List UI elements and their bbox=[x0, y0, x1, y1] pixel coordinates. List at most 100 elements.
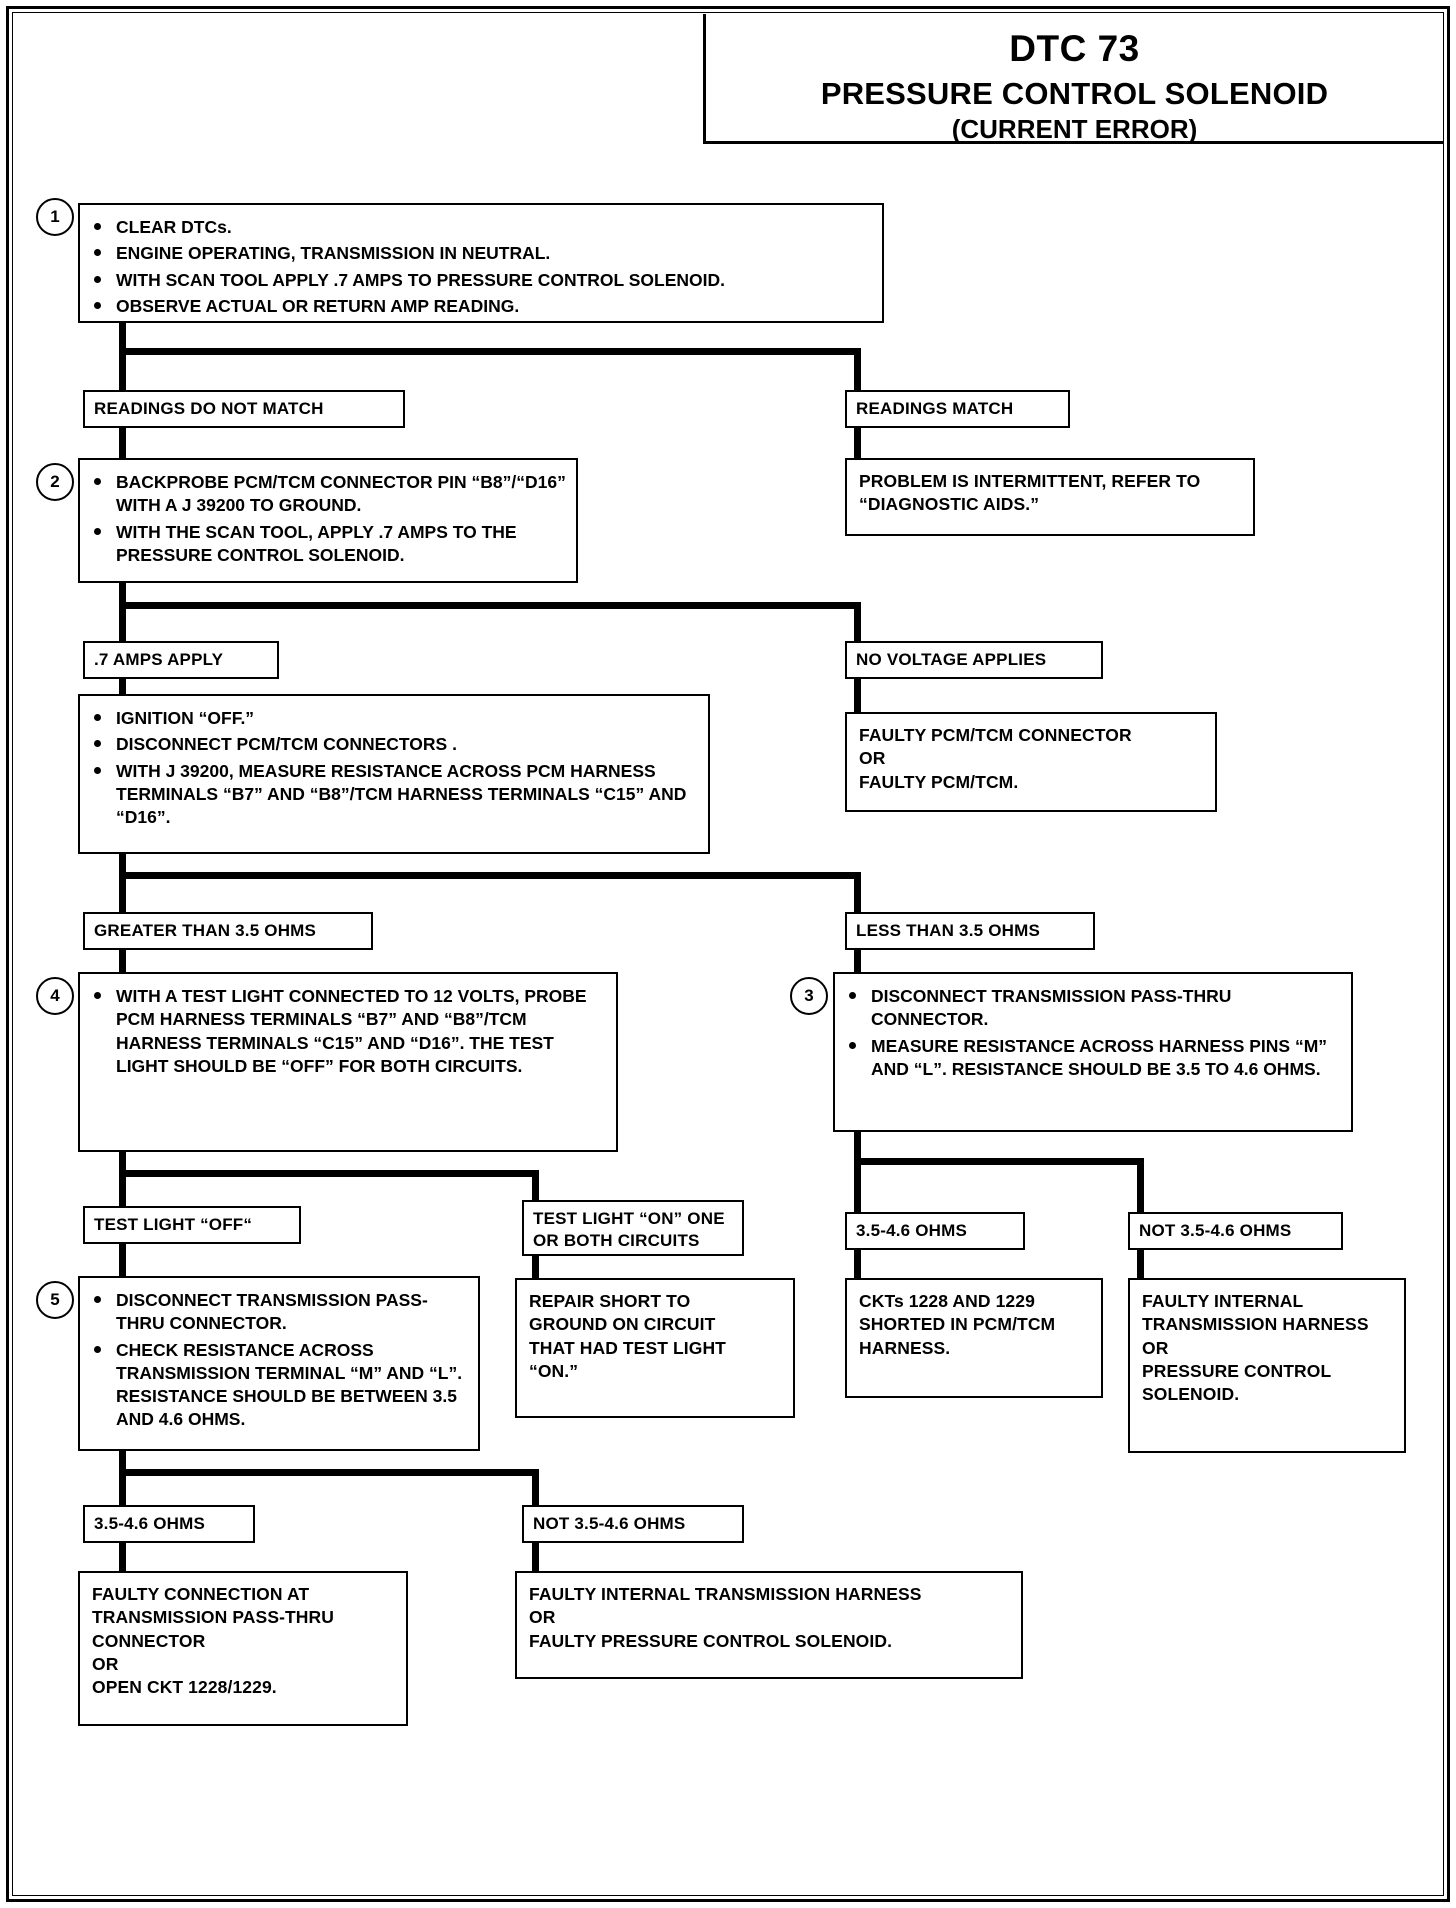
page-title: PRESSURE CONTROL SOLENOID bbox=[820, 76, 1329, 111]
ckts-shorted-line-2: SHORTED IN PCM/TCM bbox=[859, 1314, 1056, 1335]
ignition-bullet-3: WITH J 39200, MEASURE RESISTANCE ACROSS … bbox=[86, 760, 702, 830]
label-readings-do-not-match: READINGS DO NOT MATCH bbox=[83, 390, 405, 428]
connector-3-right-drop bbox=[854, 872, 861, 917]
connector-3b-bus bbox=[854, 1158, 1144, 1165]
step-number-3: 3 bbox=[790, 977, 828, 1015]
label-test-light-off: TEST LIGHT “OFF“ bbox=[83, 1206, 301, 1244]
step-3-box: DISCONNECT TRANSMISSION PASS-THRU CONNEC… bbox=[833, 972, 1353, 1132]
label-greater-than-35-ohms: GREATER THAN 3.5 OHMS bbox=[83, 912, 373, 950]
connector-2-right-drop bbox=[854, 602, 861, 647]
step-number-5-label: 5 bbox=[50, 1290, 60, 1309]
step-1-bullet-4: OBSERVE ACTUAL OR RETURN AMP READING. bbox=[86, 295, 876, 318]
connector-1-left-drop bbox=[119, 348, 126, 393]
faulty-connection-line-2: TRANSMISSION PASS-THRU bbox=[92, 1607, 335, 1628]
faulty-internal-a-line-1: FAULTY INTERNAL bbox=[1142, 1291, 1304, 1311]
connector-5-left-drop bbox=[119, 1469, 126, 1512]
connector-ohms-a-drop bbox=[854, 1250, 861, 1278]
intermittent-line-2: “DIAGNOSTIC AIDS.” bbox=[859, 494, 1040, 515]
connector-ohms-b-drop bbox=[119, 1543, 126, 1571]
step-4-box: WITH A TEST LIGHT CONNECTED TO 12 VOLTS,… bbox=[78, 972, 618, 1152]
connector-3b-left-drop bbox=[854, 1158, 861, 1213]
label-less-than-35-ohms: LESS THAN 3.5 OHMS bbox=[845, 912, 1095, 950]
page-subtitle: (CURRENT ERROR) bbox=[951, 114, 1198, 144]
connector-3-stem bbox=[119, 854, 126, 884]
faulty-pcm-line-3: FAULTY PCM/TCM. bbox=[859, 771, 1019, 792]
faulty-internal-a-line-3: OR bbox=[1142, 1337, 1169, 1358]
step-2-bullet-1: BACKPROBE PCM/TCM CONNECTOR PIN “B8”/“D1… bbox=[86, 471, 570, 518]
page-border-outer bbox=[6, 6, 1450, 1902]
step-number-1: 1 bbox=[36, 198, 74, 236]
faulty-internal-b-line-3: FAULTY PRESSURE CONTROL SOLENOID. bbox=[529, 1630, 893, 1651]
step-number-2-label: 2 bbox=[50, 472, 60, 491]
connector-amps-drop bbox=[119, 679, 126, 694]
faulty-connection-line-4: OR bbox=[92, 1653, 119, 1674]
ckts-shorted-line-3: HARNESS. bbox=[859, 1337, 951, 1358]
connector-3b-stem bbox=[854, 1132, 861, 1164]
connector-4-right-drop bbox=[532, 1170, 539, 1213]
connector-2-stem bbox=[119, 583, 126, 613]
connector-2-left-drop bbox=[119, 602, 126, 647]
connector-1-right-drop bbox=[854, 348, 861, 393]
faulty-internal-harness-box-a: FAULTY INTERNAL TRANSMISSION HARNESS OR … bbox=[1128, 1278, 1406, 1453]
connector-2-bus bbox=[119, 602, 861, 609]
connector-novolt-drop bbox=[854, 679, 861, 712]
ckts-shorted-box: CKTs 1228 AND 1229 SHORTED IN PCM/TCM HA… bbox=[845, 1278, 1103, 1398]
step-5-box: DISCONNECT TRANSMISSION PASS-THRU CONNEC… bbox=[78, 1276, 480, 1451]
connector-4-bus bbox=[119, 1170, 539, 1177]
connector-not-ohms-a-drop bbox=[1137, 1250, 1144, 1278]
repair-short-line-2: GROUND ON CIRCUIT bbox=[529, 1314, 716, 1335]
faulty-internal-a-line-4: PRESSURE CONTROL bbox=[1142, 1360, 1332, 1381]
step-5-bullet-1: DISCONNECT TRANSMISSION PASS-THRU CONNEC… bbox=[86, 1289, 472, 1336]
connector-match-drop bbox=[854, 428, 861, 458]
connector-4-stem bbox=[119, 1152, 126, 1182]
connector-5-stem bbox=[119, 1451, 126, 1481]
faulty-internal-harness-box-b: FAULTY INTERNAL TRANSMISSION HARNESS OR … bbox=[515, 1571, 1023, 1679]
repair-short-line-1: REPAIR SHORT TO bbox=[529, 1291, 691, 1311]
connector-tl-on-drop bbox=[532, 1256, 539, 1278]
header-title-block: DTC 73 PRESSURE CONTROL SOLENOID (CURREN… bbox=[703, 14, 1443, 144]
repair-short-box: REPAIR SHORT TO GROUND ON CIRCUIT THAT H… bbox=[515, 1278, 795, 1418]
label-35-46-ohms-b: 3.5-4.6 OHMS bbox=[83, 1505, 255, 1543]
faulty-internal-a-line-2: TRANSMISSION HARNESS bbox=[1142, 1314, 1369, 1335]
label-readings-match: READINGS MATCH bbox=[845, 390, 1070, 428]
label-not-35-46-ohms-b: NOT 3.5-4.6 OHMS bbox=[522, 1505, 744, 1543]
step-1-bullet-2: ENGINE OPERATING, TRANSMISSION IN NEUTRA… bbox=[86, 242, 876, 265]
connector-tl-off-drop bbox=[119, 1244, 126, 1276]
connector-3-bus bbox=[119, 872, 861, 879]
label-not-35-46-ohms-a: NOT 3.5-4.6 OHMS bbox=[1128, 1212, 1343, 1250]
faulty-pcm-line-2: OR bbox=[859, 748, 886, 769]
step-1-box: CLEAR DTCs. ENGINE OPERATING, TRANSMISSI… bbox=[78, 203, 884, 323]
ignition-off-box: IGNITION “OFF.” DISCONNECT PCM/TCM CONNE… bbox=[78, 694, 710, 854]
ignition-bullet-1: IGNITION “OFF.” bbox=[86, 707, 702, 730]
connector-3-left-drop bbox=[119, 872, 126, 917]
ignition-bullet-2: DISCONNECT PCM/TCM CONNECTORS . bbox=[86, 733, 702, 756]
connector-less-drop bbox=[854, 950, 861, 972]
step-4-bullet-1: WITH A TEST LIGHT CONNECTED TO 12 VOLTS,… bbox=[86, 985, 610, 1078]
connector-1-bus bbox=[119, 348, 861, 355]
step-number-4-label: 4 bbox=[50, 986, 60, 1005]
connector-5-bus bbox=[119, 1469, 539, 1476]
intermittent-line-1: PROBLEM IS INTERMITTENT, REFER TO bbox=[859, 471, 1201, 491]
label-no-voltage-applies: NO VOLTAGE APPLIES bbox=[845, 641, 1103, 679]
faulty-internal-a-line-5: SOLENOID. bbox=[1142, 1384, 1240, 1405]
connector-not-ohms-b-drop bbox=[532, 1543, 539, 1571]
step-2-bullet-2: WITH THE SCAN TOOL, APPLY .7 AMPS TO THE… bbox=[86, 521, 570, 568]
faulty-pcm-box: FAULTY PCM/TCM CONNECTOR OR FAULTY PCM/T… bbox=[845, 712, 1217, 812]
connector-3b-right-drop bbox=[1137, 1158, 1144, 1213]
step-5-bullet-2: CHECK RESISTANCE ACROSS TRANSMISSION TER… bbox=[86, 1339, 472, 1432]
step-2-box: BACKPROBE PCM/TCM CONNECTOR PIN “B8”/“D1… bbox=[78, 458, 578, 583]
repair-short-line-4: “ON.” bbox=[529, 1360, 579, 1381]
faulty-connection-box: FAULTY CONNECTION AT TRANSMISSION PASS-T… bbox=[78, 1571, 408, 1726]
step-3-bullet-1: DISCONNECT TRANSMISSION PASS-THRU CONNEC… bbox=[841, 985, 1345, 1032]
faulty-pcm-line-1: FAULTY PCM/TCM CONNECTOR bbox=[859, 725, 1132, 745]
faulty-connection-line-5: OPEN CKT 1228/1229. bbox=[92, 1677, 277, 1698]
label-07-amps-apply: .7 AMPS APPLY bbox=[83, 641, 279, 679]
label-35-46-ohms-a: 3.5-4.6 OHMS bbox=[845, 1212, 1025, 1250]
step-3-bullet-2: MEASURE RESISTANCE ACROSS HARNESS PINS “… bbox=[841, 1035, 1345, 1082]
step-1-bullet-3: WITH SCAN TOOL APPLY .7 AMPS TO PRESSURE… bbox=[86, 269, 876, 292]
connector-no-match-drop bbox=[119, 428, 126, 458]
step-1-bullet-1: CLEAR DTCs. bbox=[86, 216, 876, 239]
intermittent-box: PROBLEM IS INTERMITTENT, REFER TO “DIAGN… bbox=[845, 458, 1255, 536]
ckts-shorted-line-1: CKTs 1228 AND 1229 bbox=[859, 1291, 1035, 1311]
